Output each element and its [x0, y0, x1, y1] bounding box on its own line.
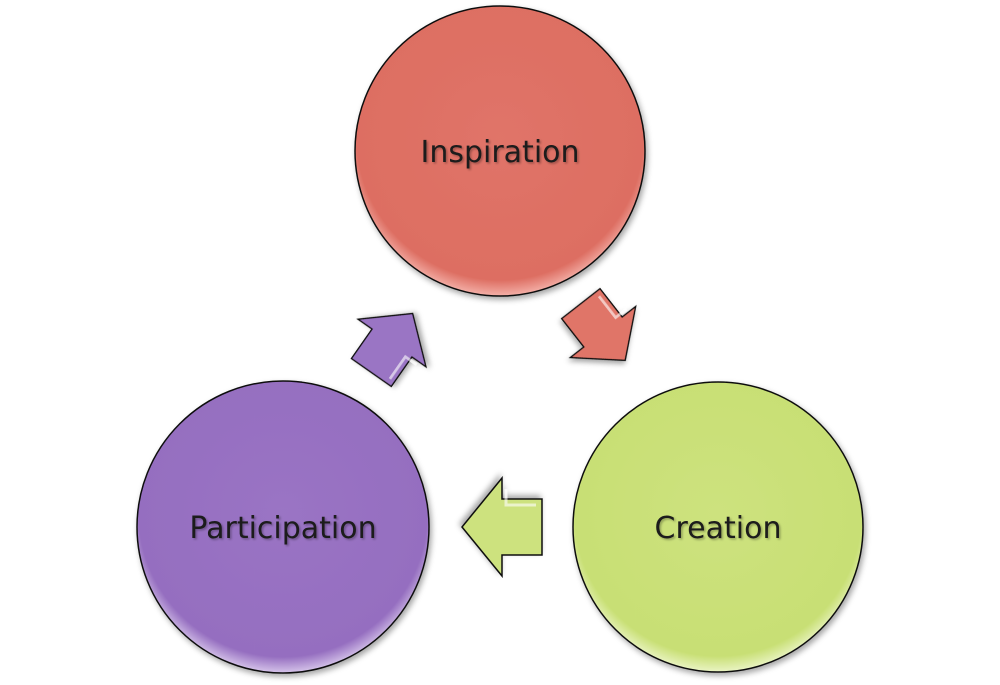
node-creation: Creation	[572, 381, 864, 673]
arrow-creation-to-participation	[461, 475, 543, 579]
node-inspiration: Inspiration	[354, 5, 646, 297]
arrow-participation-to-inspiration	[350, 312, 428, 388]
node-label: Creation	[655, 511, 782, 546]
arrow-inspiration-to-creation	[560, 287, 637, 362]
node-participation: Participation	[136, 380, 430, 674]
node-label: Participation	[189, 511, 376, 546]
node-label: Inspiration	[420, 135, 579, 170]
